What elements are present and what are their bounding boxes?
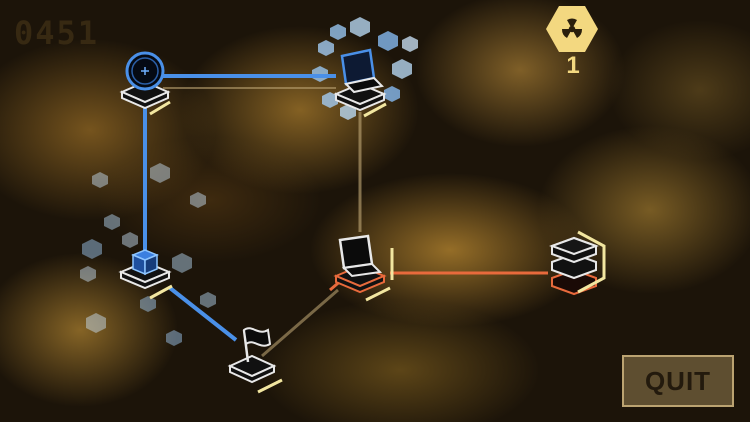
selection-bracket bbox=[257, 378, 283, 394]
node-base-side bbox=[121, 90, 169, 110]
flag-icon bbox=[242, 327, 272, 363]
link-flag-laptop bbox=[261, 288, 339, 358]
selection-bracket bbox=[149, 100, 171, 116]
selection-bracket bbox=[149, 284, 173, 300]
node-target-top-left[interactable] bbox=[119, 51, 171, 116]
node-base-side bbox=[120, 270, 170, 290]
node-flag-bottom[interactable] bbox=[227, 327, 283, 394]
link-cube-flag bbox=[168, 286, 238, 342]
laptop-keyboard bbox=[343, 76, 385, 94]
crosshair-ring bbox=[131, 57, 159, 85]
laptop-keyboard bbox=[341, 262, 383, 278]
node-laptop-top[interactable] bbox=[333, 48, 387, 118]
flag-cloth bbox=[242, 327, 272, 347]
quit-button[interactable]: QUIT bbox=[622, 355, 734, 407]
server-top bbox=[549, 236, 599, 256]
node-server-right[interactable] bbox=[549, 230, 606, 296]
radiation-icon bbox=[546, 6, 598, 52]
selection-bracket bbox=[365, 286, 391, 302]
laptop-icon bbox=[340, 48, 385, 94]
node-base-side bbox=[229, 364, 275, 384]
node-base-side bbox=[335, 92, 385, 112]
node-base-side bbox=[335, 274, 385, 294]
node-laptop-center[interactable] bbox=[333, 234, 394, 302]
selection-bracket-side bbox=[577, 230, 606, 294]
hazard-count: 1 bbox=[566, 52, 580, 79]
cube-right-face bbox=[144, 253, 158, 276]
crosshair-mark bbox=[141, 67, 149, 75]
selection-bracket bbox=[363, 102, 387, 118]
laptop-screen bbox=[338, 234, 374, 270]
particle-cloud-left bbox=[80, 163, 216, 346]
cube-icon bbox=[131, 249, 159, 276]
score-counter: 0451 bbox=[14, 14, 100, 52]
node-cube-left[interactable] bbox=[118, 249, 173, 300]
laptop-icon bbox=[338, 234, 383, 278]
